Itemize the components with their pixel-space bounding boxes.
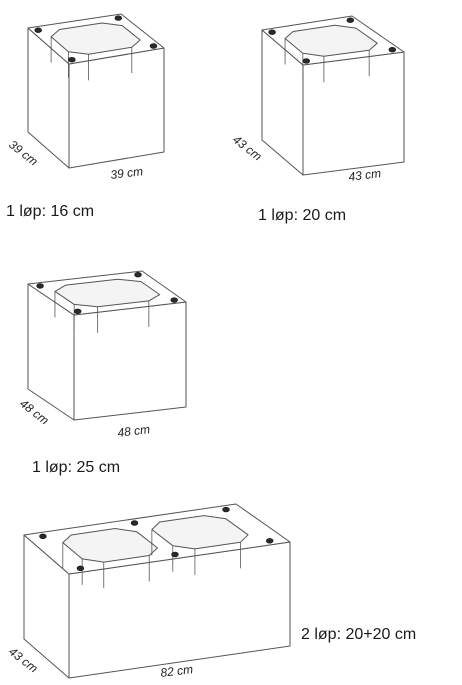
block-3-caption: 1 løp: 25 cm <box>32 459 121 476</box>
block-1-depth-label: 39 cm <box>6 137 40 168</box>
chimney-block-1 <box>27 13 165 169</box>
corner-bolt <box>39 533 47 539</box>
block-front-face <box>302 51 405 176</box>
block-1-caption: 1 løp: 16 cm <box>6 203 95 220</box>
flue-opening <box>54 278 161 308</box>
corner-bolt <box>149 43 158 49</box>
corner-bolt <box>76 565 85 571</box>
corner-bolt <box>268 29 276 35</box>
corner-bolt <box>170 297 178 303</box>
corner-bolt <box>222 506 230 513</box>
chimney-block-double <box>23 503 291 679</box>
flue-opening <box>50 22 141 55</box>
corner-bolt <box>68 56 76 63</box>
corner-bolt <box>73 308 82 314</box>
corner-bolt <box>34 27 42 33</box>
corner-bolt <box>266 538 274 544</box>
block-4-width-label: 82 cm <box>160 662 194 680</box>
block-2-width-label: 43 cm <box>348 166 382 184</box>
block-2-depth-label: 43 cm <box>230 132 264 163</box>
chimney-block-3 <box>27 270 187 421</box>
flue-opening <box>284 24 378 57</box>
block-front-face <box>73 301 187 421</box>
block-2-caption: 1 løp: 20 cm <box>258 207 347 224</box>
block-1-width-label: 39 cm <box>110 164 144 182</box>
flue-opening <box>151 515 249 550</box>
corner-bolt <box>36 283 44 289</box>
corner-bolt <box>346 17 354 23</box>
corner-bolt <box>171 551 179 558</box>
corner-bolt <box>302 58 310 64</box>
chimney-block-2 <box>261 15 405 176</box>
corner-bolt <box>134 272 142 278</box>
corner-bolt <box>388 46 396 53</box>
corner-bolt <box>130 520 139 526</box>
block-front-face <box>68 47 165 169</box>
block-4-caption: 2 løp: 20+20 cm <box>301 626 417 643</box>
block-3-width-label: 48 cm <box>117 422 151 440</box>
corner-bolt <box>114 15 123 21</box>
